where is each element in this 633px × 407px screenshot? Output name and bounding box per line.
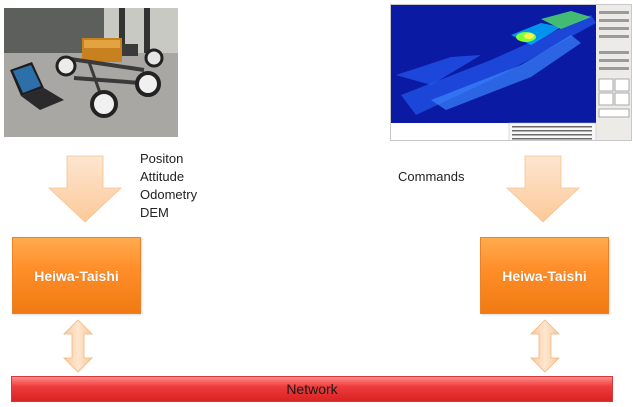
robot-rover-photo (4, 8, 178, 137)
left-heiwa-taishi-box: Heiwa-Taishi (12, 237, 141, 314)
commands-label: Commands (398, 169, 465, 184)
label-attitude: Attitude (140, 169, 185, 184)
3d-map-software-screenshot (390, 4, 632, 141)
network-bar: Network (11, 376, 613, 402)
right-double-arrow (530, 319, 560, 373)
label-position: Positon (140, 151, 184, 166)
left-down-arrow (47, 155, 123, 223)
label-odometry: Odometry (140, 187, 198, 202)
telemetry-labels: Positon Attitude Odometry DEM (140, 150, 197, 222)
left-double-arrow (63, 319, 93, 373)
right-heiwa-taishi-box: Heiwa-Taishi (480, 237, 609, 314)
label-dem: DEM (140, 205, 169, 220)
network-label: Network (286, 381, 338, 397)
right-down-arrow (505, 155, 581, 223)
